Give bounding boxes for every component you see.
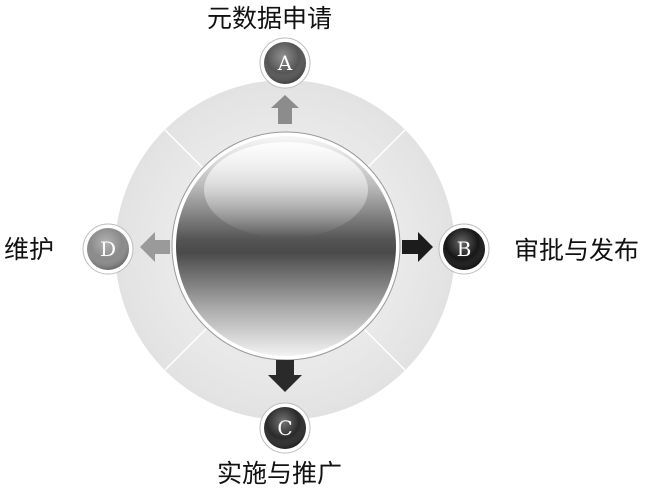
node-a-letter: A [277,51,293,75]
arrow-right-icon [402,232,433,262]
sphere-highlight [204,142,368,238]
stage-d-label: 维护 [4,235,55,264]
node-a: A [259,37,311,89]
stage-c-label: 实施与推广 [217,459,343,488]
stage-b-label: 审批与发布 [514,236,640,265]
node-b: B [438,223,490,275]
arrow-left-icon [140,232,170,262]
stage-a-label: 元数据申请 [207,4,333,33]
arrow-up-icon [271,95,299,124]
node-d: D [82,223,134,275]
node-b-letter: B [457,237,472,261]
node-c-letter: C [277,416,292,440]
node-c: C [259,402,311,454]
arrow-down-icon [268,360,302,392]
ring-divider [164,324,211,371]
ring-divider [359,324,406,371]
node-d-letter: D [100,237,116,261]
ring-divider [164,129,211,176]
